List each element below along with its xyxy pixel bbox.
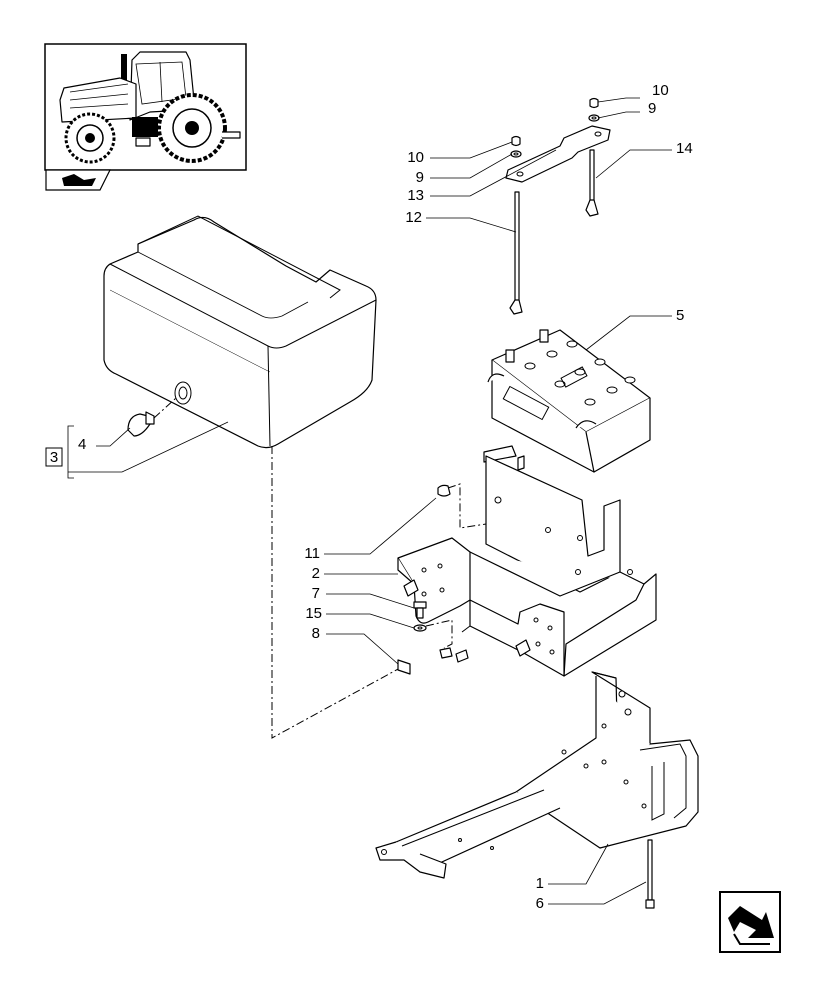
callout-15: 15 xyxy=(305,605,322,622)
callout-6: 6 xyxy=(536,895,544,912)
plug-part-4 xyxy=(127,397,177,437)
washer-9-right xyxy=(588,114,600,122)
callout-12: 12 xyxy=(405,209,422,226)
callout-2: 2 xyxy=(312,565,320,582)
nut-10-right xyxy=(589,97,599,109)
callout-13: 13 xyxy=(407,187,424,204)
battery-cover xyxy=(103,215,377,449)
nut-10-left xyxy=(511,135,521,147)
battery-part-5 xyxy=(487,329,651,473)
assembly-line xyxy=(271,446,401,739)
callout-10-left: 10 xyxy=(407,149,424,166)
clamp-bar-13 xyxy=(505,125,611,183)
next-page-arrow-icon[interactable] xyxy=(719,891,781,953)
battery-tray-part-2 xyxy=(397,445,657,677)
hook-rod-14 xyxy=(585,149,599,217)
book-arrow-icon[interactable] xyxy=(45,169,111,191)
tractor-thumbnail-icon[interactable] xyxy=(44,43,247,171)
hook-rod-12 xyxy=(509,191,523,315)
plug-part-11 xyxy=(437,483,487,529)
clip-part-8 xyxy=(397,659,411,675)
support-bracket-part-1 xyxy=(375,671,699,879)
callout-1: 1 xyxy=(536,875,544,892)
callout-9-left: 9 xyxy=(416,169,424,186)
bolt-part-7 xyxy=(413,601,427,619)
callout-labels: 10 9 14 10 9 13 12 5 4 3 11 2 7 15 8 1 6 xyxy=(50,82,693,912)
callout-3: 3 xyxy=(50,449,58,466)
callout-5: 5 xyxy=(676,307,684,324)
callout-9-right: 9 xyxy=(648,100,656,117)
callout-4: 4 xyxy=(78,436,86,453)
leader-lines xyxy=(67,97,672,905)
callout-11: 11 xyxy=(304,545,320,562)
callout-7: 7 xyxy=(312,585,320,602)
callout-14: 14 xyxy=(676,140,693,157)
washer-part-15 xyxy=(413,619,453,649)
callout-10-right: 10 xyxy=(652,82,669,99)
callout-3-box xyxy=(45,447,63,467)
bolt-part-6 xyxy=(645,839,655,909)
washer-9-left xyxy=(510,150,522,158)
callout-8: 8 xyxy=(312,625,320,642)
